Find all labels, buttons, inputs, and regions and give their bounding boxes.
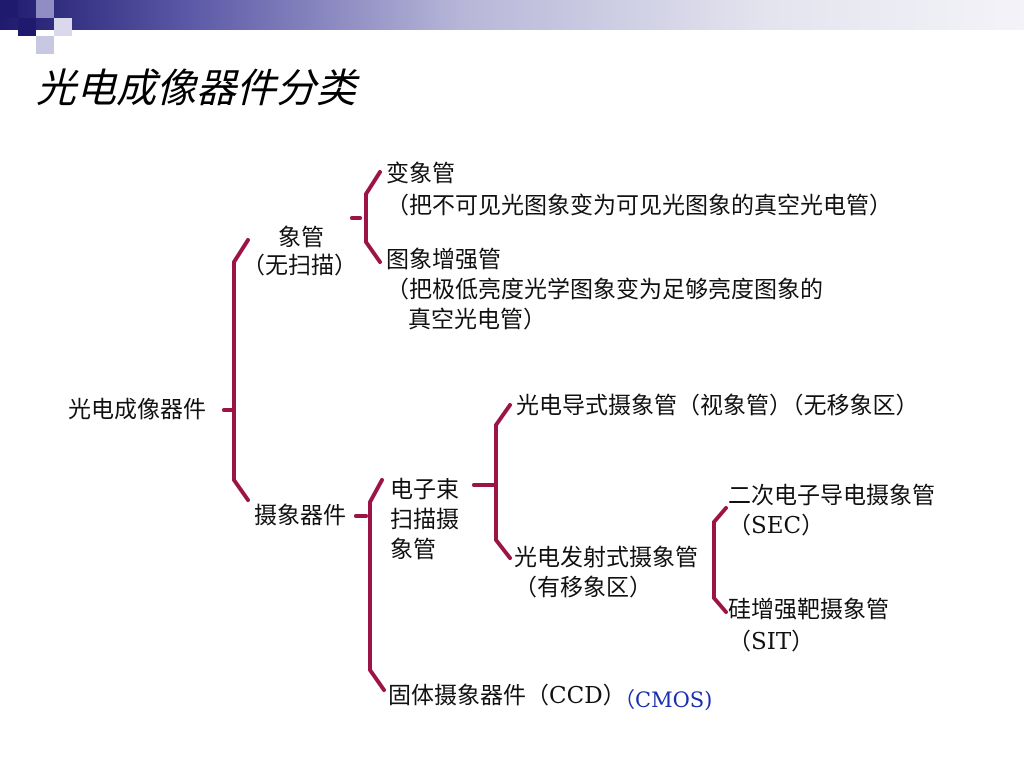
image-converter-label: 变象管 bbox=[386, 161, 455, 187]
imaging-tube-sublabel: （无扫描） bbox=[242, 253, 357, 279]
header-decor-square bbox=[54, 18, 72, 36]
header-decor-square bbox=[36, 0, 54, 18]
header-decor-square bbox=[0, 0, 18, 18]
root-node-label: 光电成像器件 bbox=[68, 397, 206, 423]
sec-tube-label: 二次电子导电摄象管 bbox=[728, 483, 935, 509]
slide-title: 光电成像器件分类 bbox=[36, 66, 356, 112]
photoemissive-tube-sublabel: （有移象区） bbox=[514, 575, 652, 601]
electron-beam-label: 电子束 bbox=[390, 477, 459, 503]
solid-state-device-label: 固体摄象器件（CCD） bbox=[388, 683, 626, 709]
photoemissive-tube-label: 光电发射式摄象管 bbox=[514, 545, 698, 571]
image-intensifier-label: 图象增强管 bbox=[386, 247, 501, 273]
sit-tube-abbr: （SIT） bbox=[728, 629, 815, 655]
camera-devices-label: 摄象器件 bbox=[254, 503, 346, 529]
imaging-tube-label: 象管 bbox=[278, 225, 324, 251]
image-intensifier-desc-cont: 真空光电管） bbox=[408, 307, 546, 333]
header-decor-square bbox=[36, 36, 54, 54]
image-intensifier-desc: （把极低亮度光学图象变为足够亮度图象的 bbox=[386, 277, 823, 303]
sit-tube-label: 硅增强靶摄象管 bbox=[728, 597, 889, 623]
cmos-annotation: （CMOS) bbox=[614, 688, 713, 712]
electron-beam-label-3: 象管 bbox=[390, 537, 436, 563]
header-gradient-bar bbox=[0, 0, 1024, 30]
header-decor-square bbox=[18, 18, 36, 36]
electron-beam-label-2: 扫描摄 bbox=[390, 507, 459, 533]
photoconductive-tube-label: 光电导式摄象管（视象管）（无移象区） bbox=[516, 393, 919, 419]
sec-tube-abbr: （SEC） bbox=[728, 513, 825, 539]
image-converter-desc: （把不可见光图象变为可见光图象的真空光电管） bbox=[386, 193, 892, 219]
